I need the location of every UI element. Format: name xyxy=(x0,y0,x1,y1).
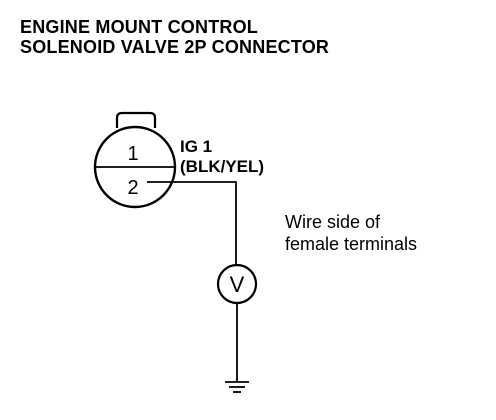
connector-latch xyxy=(115,111,157,128)
title-line-1: ENGINE MOUNT CONTROL xyxy=(20,17,258,37)
diagram-title: ENGINE MOUNT CONTROL SOLENOID VALVE 2P C… xyxy=(20,17,329,57)
view-note-line-1: Wire side of xyxy=(285,212,381,232)
pin-2-label: 2 xyxy=(127,177,138,199)
voltmeter-label: V xyxy=(230,272,245,297)
pin-1-label: 1 xyxy=(127,143,138,165)
ground-icon xyxy=(225,381,249,393)
wire-color-label: (BLK/YEL) xyxy=(180,157,264,176)
view-note-line-2: female terminals xyxy=(285,234,417,254)
wire-name-label: IG 1 xyxy=(180,137,212,156)
probe-wire xyxy=(147,181,237,265)
title-line-2: SOLENOID VALVE 2P CONNECTOR xyxy=(20,37,330,57)
